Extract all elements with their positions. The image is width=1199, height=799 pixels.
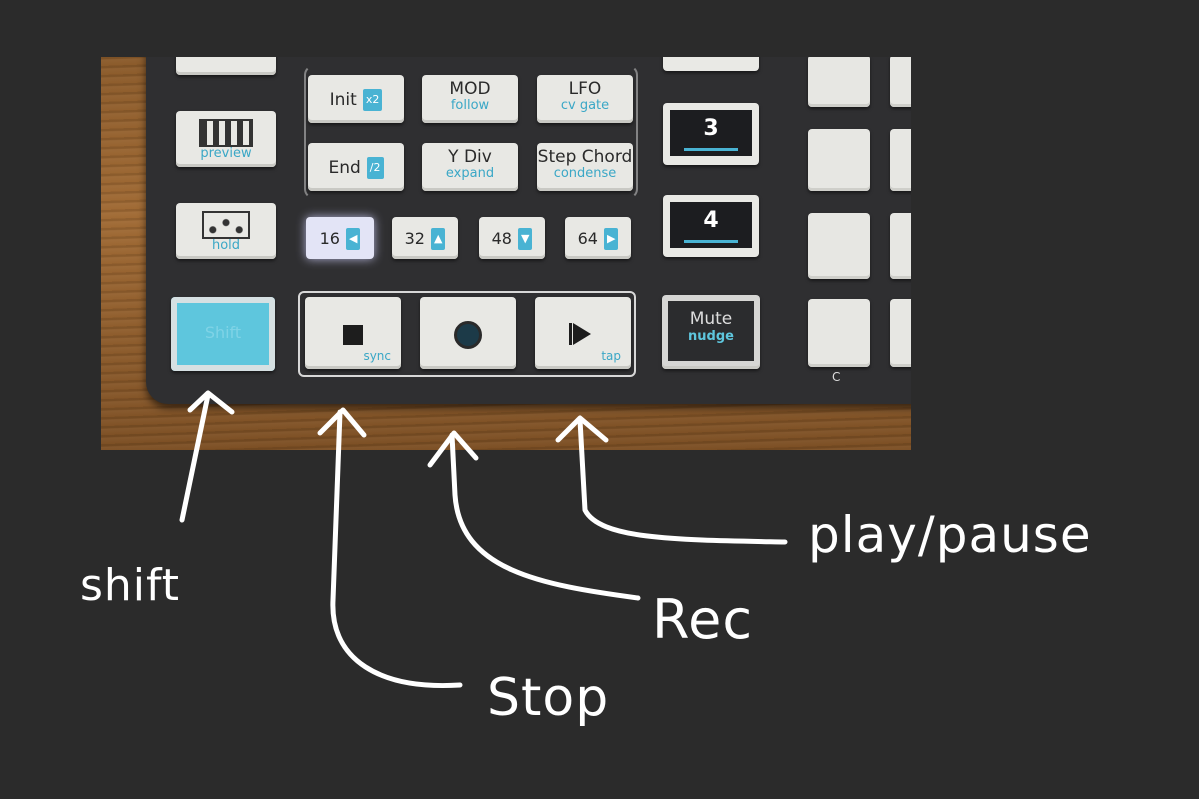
- grid-pad[interactable]: [808, 57, 870, 107]
- length-16-button[interactable]: 16 ◀: [306, 217, 374, 259]
- number-4-label: 4: [703, 208, 719, 233]
- number-4-bar: [684, 240, 738, 243]
- init-label: Init: [329, 90, 357, 110]
- lfo-label: LFO: [568, 79, 602, 99]
- hold-label: hold: [211, 238, 241, 253]
- transport-group-frame: [298, 291, 636, 377]
- left-arrow-icon: ◀: [345, 228, 361, 250]
- play-pause-arrow: [577, 417, 788, 545]
- stop-icon: [343, 325, 363, 345]
- ydiv-button[interactable]: Y Div expand: [422, 143, 518, 191]
- play-sub-label: tap: [601, 349, 621, 363]
- length-32-label: 32: [404, 229, 425, 248]
- number-key-top[interactable]: [663, 57, 759, 71]
- rec-arrowhead: [427, 430, 479, 468]
- grid-column-label: C: [832, 370, 841, 384]
- step-chord-label: Step Chord: [537, 147, 633, 167]
- piano-icon: [199, 119, 253, 147]
- number-key-4[interactable]: 4: [663, 195, 759, 257]
- mod-label: MOD: [449, 79, 491, 99]
- grid-pad[interactable]: [890, 57, 911, 107]
- stop-arrowhead: [317, 407, 367, 438]
- mod-button[interactable]: MOD follow: [422, 75, 518, 123]
- grid-pad[interactable]: [890, 299, 911, 367]
- step-chord-sub: condense: [553, 166, 617, 181]
- record-icon: [454, 321, 482, 349]
- number-4-display: 4: [670, 202, 752, 248]
- number-3-label: 3: [703, 116, 719, 141]
- key-group-bracket: [304, 65, 638, 199]
- preview-button[interactable]: preview: [176, 111, 276, 167]
- play-pause-button[interactable]: tap: [535, 297, 631, 369]
- lfo-sub: cv gate: [560, 98, 610, 113]
- end-button[interactable]: End/2: [308, 143, 404, 191]
- length-32-button[interactable]: 32 ▲: [392, 217, 458, 259]
- lfo-button[interactable]: LFO cv gate: [537, 75, 633, 123]
- number-key-3[interactable]: 3: [663, 103, 759, 165]
- mute-label: Mute: [689, 309, 733, 329]
- shift-button[interactable]: Shift: [171, 297, 275, 371]
- grid-pad[interactable]: [808, 299, 870, 367]
- right-arrow-icon: ▶: [603, 228, 619, 250]
- preview-label: preview: [200, 146, 252, 161]
- step-chord-button[interactable]: Step Chord condense: [537, 143, 633, 191]
- shift-arrow: [179, 392, 211, 523]
- mute-button[interactable]: Mute nudge: [662, 295, 760, 369]
- div2-tag: /2: [366, 157, 384, 179]
- shift-label: Shift: [204, 323, 242, 342]
- length-48-label: 48: [491, 229, 512, 248]
- play-pause-annotation: play/pause: [808, 506, 1092, 564]
- down-arrow-icon: ▼: [517, 228, 533, 250]
- number-3-display: 3: [670, 110, 752, 156]
- stop-sub-label: sync: [363, 349, 391, 363]
- keyboard-key-top[interactable]: [176, 57, 276, 75]
- grid-pad[interactable]: [808, 213, 870, 279]
- x2-tag: x2: [362, 89, 383, 111]
- grid-pad[interactable]: [890, 129, 911, 191]
- play-pause-arrowhead: [555, 415, 609, 443]
- grid-pad[interactable]: [890, 213, 911, 279]
- shift-annotation: shift: [80, 560, 181, 611]
- rec-annotation: Rec: [652, 588, 754, 651]
- number-3-bar: [684, 148, 738, 151]
- grid-pad[interactable]: [808, 129, 870, 191]
- up-arrow-icon: ▲: [430, 228, 446, 250]
- rec-arrow: [449, 432, 641, 601]
- play-pause-icon: [573, 323, 591, 345]
- end-label: End: [328, 158, 361, 178]
- length-16-label: 16: [319, 229, 340, 248]
- mute-sub-label: nudge: [688, 329, 734, 344]
- length-64-button[interactable]: 64 ▶: [565, 217, 631, 259]
- record-button[interactable]: [420, 297, 516, 369]
- hold-button[interactable]: hold: [176, 203, 276, 259]
- shift-arrowhead: [187, 390, 235, 415]
- mute-display: Mute nudge: [668, 301, 754, 361]
- ydiv-label: Y Div: [448, 147, 492, 167]
- stop-annotation: Stop: [487, 668, 610, 728]
- ydiv-sub: expand: [445, 166, 495, 181]
- stop-button[interactable]: sync: [305, 297, 401, 369]
- stop-arrow: [330, 409, 463, 689]
- dots-icon: [202, 211, 250, 239]
- length-64-label: 64: [577, 229, 598, 248]
- length-48-button[interactable]: 48 ▼: [479, 217, 545, 259]
- mod-sub: follow: [450, 98, 490, 113]
- play-bar-icon: [569, 323, 572, 345]
